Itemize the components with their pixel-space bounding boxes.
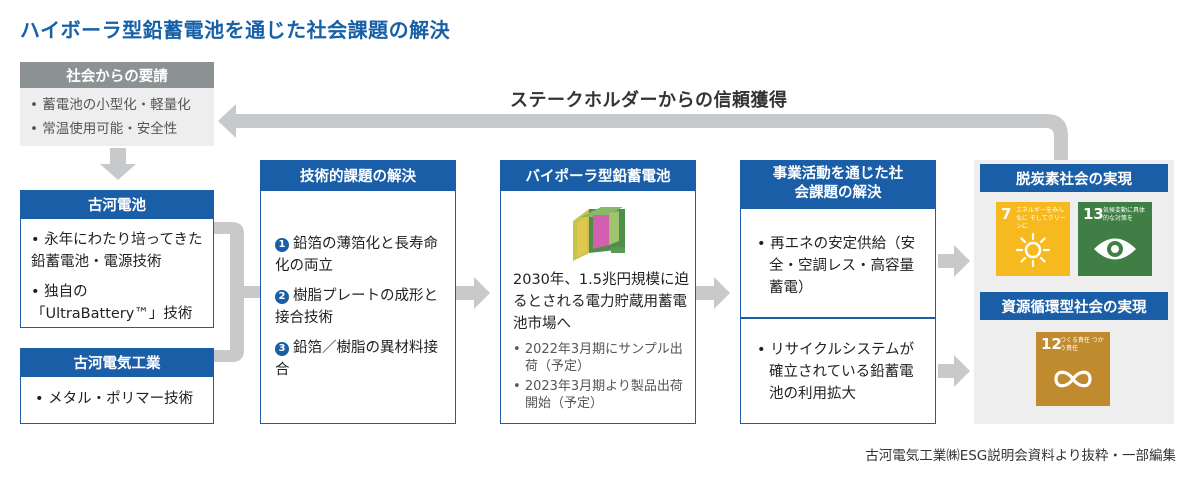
furukawa-electric-box: • メタル・ポリマー技術 bbox=[20, 376, 214, 424]
source-note: 古河電気工業㈱ESG説明会資料より抜粋・一部編集 bbox=[865, 448, 1176, 464]
sdg-13-number: 13 bbox=[1083, 205, 1104, 223]
bipolar-box: 2030年、1.5兆円規模に迫るとされる電力貯蔵用蓄電池市場へ • 2022年3… bbox=[500, 190, 696, 424]
furukawa-battery-box: • 永年にわたり培ってきた鉛蓄電池・電源技術 • 独自の「UltraBatter… bbox=[20, 218, 214, 328]
eye-icon bbox=[1094, 238, 1136, 260]
sdg-7-number: 7 bbox=[1001, 205, 1012, 223]
feedback-arrow bbox=[218, 104, 1068, 160]
bipolar-header: バイポーラ型鉛蓄電池 bbox=[500, 160, 696, 190]
society-item: • 蓄電池の小型化・軽量化 bbox=[30, 97, 191, 113]
sdg-7-text: エネルギーをみんなに そしてクリーンに bbox=[1016, 207, 1066, 230]
business-item: • 再エネの安定供給（安全・空調レス・高容量蓄電） bbox=[757, 236, 916, 296]
bipolar-list: • 2022年3月期にサンプル出荷（予定） • 2023年3月期より製品出荷開始… bbox=[513, 341, 693, 412]
page-title: ハイボーラ型鉛蓄電池を通じた社会課題の解決 bbox=[20, 18, 451, 42]
trust-label: ステークホルダーからの信頼獲得 bbox=[510, 90, 788, 111]
arrow-tech-to-bipolar bbox=[456, 277, 490, 309]
tech-header: 技術的課題の解決 bbox=[260, 160, 456, 190]
arrow-business-to-decarbon bbox=[938, 245, 970, 277]
furukawa-electric-item: • メタル・ポリマー技術 bbox=[35, 391, 194, 407]
society-item: • 常温使用可能・安全性 bbox=[30, 121, 178, 137]
sdg-7-tile: 7 エネルギーをみんなに そしてクリーンに bbox=[996, 202, 1070, 276]
furukawa-battery-item: • 独自の「UltraBattery™」技術 bbox=[31, 284, 193, 322]
sdg-13-tile: 13 気候変動に具体的な対策を bbox=[1078, 202, 1152, 276]
circular-header: 資源循環型社会の実現 bbox=[980, 292, 1168, 320]
furukawa-electric-header: 古河電気工業 bbox=[20, 348, 214, 376]
sun-icon bbox=[1015, 232, 1051, 268]
business-header: 事業活動を通じた社会課題の解決 bbox=[740, 160, 936, 208]
infinity-icon bbox=[1054, 370, 1092, 388]
furukawa-battery-item: • 永年にわたり培ってきた鉛蓄電池・電源技術 bbox=[31, 232, 203, 270]
battery-image bbox=[573, 207, 625, 261]
business-box-1: • 再エネの安定供給（安全・空調レス・高容量蓄電） bbox=[740, 208, 936, 318]
sdg-13-text: 気候変動に具体的な対策を bbox=[1103, 207, 1146, 222]
business-box-2: • リサイクルシステムが確立されている鉛蓄電池の利用拡大 bbox=[740, 318, 936, 424]
sdg-12-number: 12 bbox=[1041, 335, 1062, 353]
sdg-12-text: つくる責任 つかう責任 bbox=[1060, 337, 1104, 352]
decarbon-header: 脱炭素社会の実現 bbox=[980, 164, 1168, 192]
merge-bracket bbox=[214, 222, 262, 362]
arrow-business-to-circular bbox=[938, 355, 970, 387]
sdg-12-tile: 12 つくる責任 つかう責任 bbox=[1036, 332, 1110, 406]
society-panel: • 蓄電池の小型化・軽量化 • 常温使用可能・安全性 bbox=[20, 88, 214, 146]
bipolar-item: • 2022年3月期にサンプル出荷（予定） bbox=[513, 342, 683, 374]
arrow-bipolar-to-business bbox=[696, 277, 730, 309]
furukawa-battery-header: 古河電池 bbox=[20, 190, 214, 218]
bipolar-main-text: 2030年、1.5兆円規模に迫るとされる電力貯蔵用蓄電池市場へ bbox=[513, 272, 689, 332]
bipolar-item: • 2023年3月期より製品出荷開始（予定） bbox=[513, 379, 683, 411]
society-header: 社会からの要請 bbox=[20, 62, 214, 88]
down-arrow bbox=[100, 148, 136, 180]
business-item: • リサイクルシステムが確立されている鉛蓄電池の利用拡大 bbox=[757, 342, 915, 402]
